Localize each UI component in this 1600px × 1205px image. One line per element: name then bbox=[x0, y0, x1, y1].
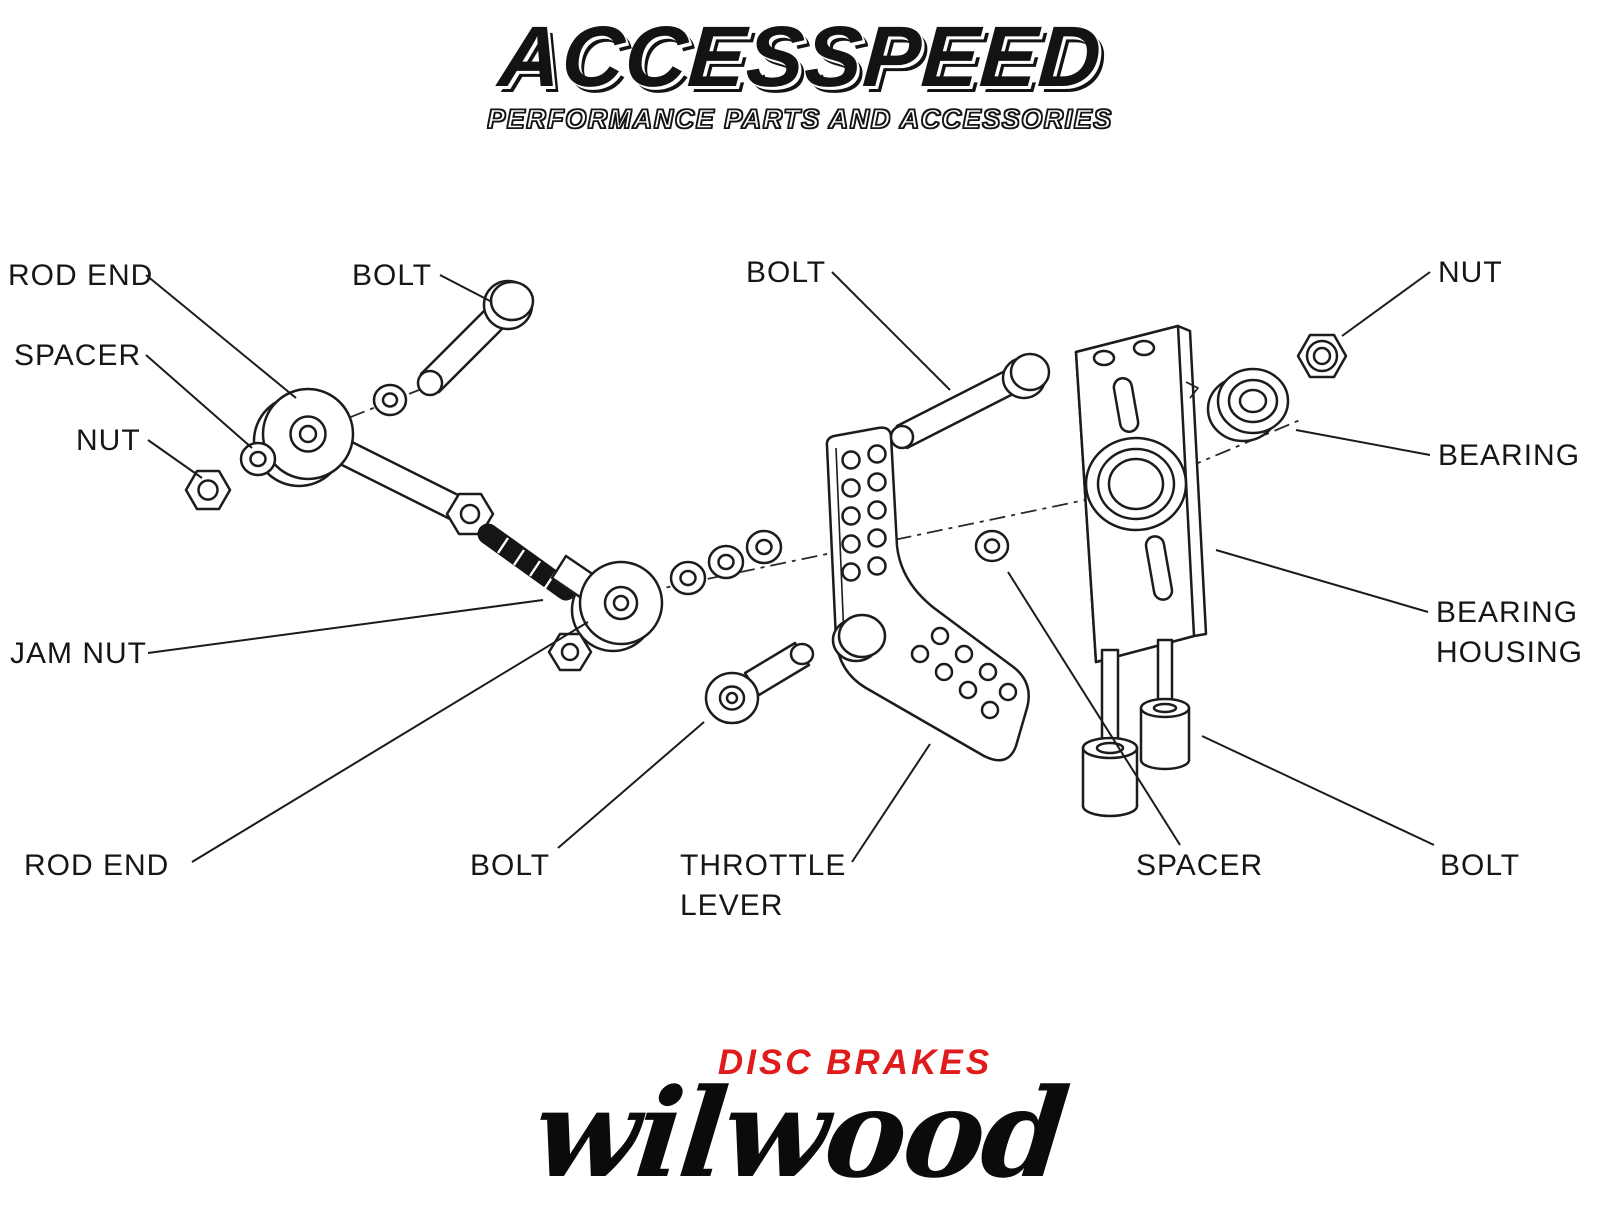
bolt-bottom-right-part bbox=[1081, 638, 1191, 818]
bolt-top-left-part bbox=[372, 279, 535, 417]
nut-top-right-part bbox=[1296, 333, 1348, 379]
label-jam-nut: JAM NUT bbox=[10, 637, 147, 670]
spacer-left-part bbox=[239, 441, 277, 477]
label-bolt-bottom-left: BOLT bbox=[470, 849, 550, 882]
brand-wilwood: wilwood bbox=[527, 1061, 1073, 1205]
threaded-stud-part bbox=[477, 523, 577, 601]
bolt-bottom-left-part bbox=[704, 641, 815, 725]
label-bearing-housing-2: HOUSING bbox=[1436, 636, 1583, 669]
rod-end-bottom-part bbox=[550, 554, 664, 653]
nut-left-part bbox=[184, 469, 232, 511]
bearing-part bbox=[1206, 367, 1290, 443]
label-bearing: BEARING bbox=[1438, 439, 1580, 472]
part-labels: ROD END BOLT BOLT NUT SPACER NUT BEARING… bbox=[8, 256, 1583, 922]
label-nut-top-right: NUT bbox=[1438, 256, 1503, 289]
label-bearing-housing-1: BEARING bbox=[1436, 596, 1578, 629]
washer-stack-part bbox=[669, 529, 783, 596]
label-nut-left: NUT bbox=[76, 424, 141, 457]
bolt-top-mid-part bbox=[889, 352, 1051, 450]
label-bolt-top-mid: BOLT bbox=[746, 256, 826, 289]
rod-end-top-part bbox=[252, 387, 495, 536]
brand-tagline: PERFORMANCE PARTS AND ACCESSORIES bbox=[486, 104, 1113, 134]
label-rod-end-top: ROD END bbox=[8, 259, 153, 292]
throttle-lever-part bbox=[825, 426, 1030, 762]
label-throttle-lever-1: THROTTLE bbox=[680, 849, 846, 882]
bearing-housing-part bbox=[1074, 324, 1208, 664]
label-spacer-bottom: SPACER bbox=[1136, 849, 1263, 882]
jam-nut-part bbox=[547, 632, 593, 672]
leader-lines bbox=[145, 271, 1435, 863]
footer-logo: DISC BRAKES wilwood bbox=[0, 1043, 1600, 1205]
label-spacer-left: SPACER bbox=[14, 339, 141, 372]
label-bolt-bottom-right: BOLT bbox=[1440, 849, 1520, 882]
label-throttle-lever-2: LEVER bbox=[680, 889, 783, 922]
header-logo: ACCESSPEED PERFORMANCE PARTS AND ACCESSO… bbox=[0, 9, 1600, 134]
label-rod-end-bottom: ROD END bbox=[24, 849, 169, 882]
disc-brakes-text: DISC BRAKES bbox=[717, 1043, 993, 1083]
label-bolt-top-left: BOLT bbox=[352, 259, 432, 292]
spacer-bottom-part bbox=[974, 529, 1010, 563]
